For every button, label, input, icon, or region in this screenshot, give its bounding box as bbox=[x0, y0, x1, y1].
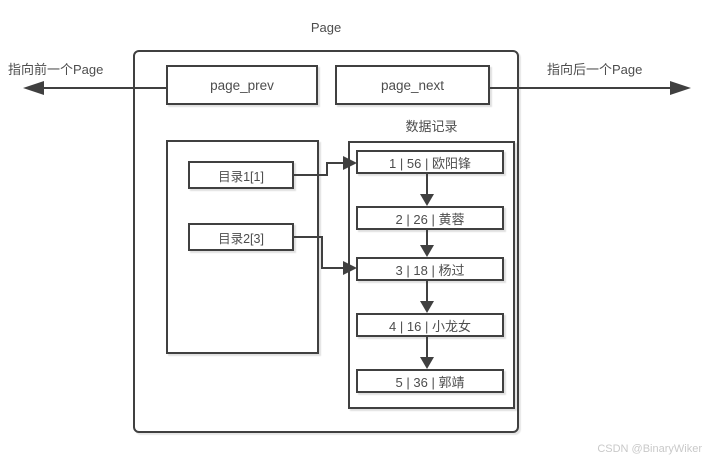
records-title: 数据记录 bbox=[405, 119, 458, 134]
directory-entry: 目录1[1] bbox=[188, 161, 294, 189]
directory-entry: 目录2[3] bbox=[188, 223, 294, 251]
page-next-box: page_next bbox=[335, 65, 490, 105]
directory-entry-label: 目录1[1] bbox=[218, 169, 264, 184]
page-prev-box: page_prev bbox=[166, 65, 318, 105]
arrowhead-right-icon bbox=[670, 81, 691, 95]
record-label: 1 | 56 | 欧阳锋 bbox=[389, 155, 471, 171]
record-label: 3 | 18 | 杨过 bbox=[395, 262, 465, 278]
watermark: CSDN @BinaryWiker bbox=[597, 443, 702, 455]
directory-entry-label: 目录2[3] bbox=[218, 231, 264, 246]
record-label: 4 | 16 | 小龙女 bbox=[389, 318, 471, 334]
record-row: 1 | 56 | 欧阳锋 bbox=[356, 150, 504, 174]
prev-page-arrow-label: 指向前一个Page bbox=[8, 62, 104, 77]
arrowhead-left-icon bbox=[23, 81, 44, 95]
record-row: 3 | 18 | 杨过 bbox=[356, 257, 504, 281]
page-prev-label: page_prev bbox=[210, 77, 274, 93]
next-page-arrow-label: 指向后一个Page bbox=[547, 62, 643, 77]
next-page-connector bbox=[490, 81, 691, 95]
record-label: 5 | 36 | 郭靖 bbox=[395, 374, 465, 390]
page-title: Page bbox=[310, 20, 342, 35]
record-row: 5 | 36 | 郭靖 bbox=[356, 369, 504, 393]
page-next-label: page_next bbox=[380, 77, 445, 93]
record-row: 4 | 16 | 小龙女 bbox=[356, 313, 504, 337]
record-row: 2 | 26 | 黄蓉 bbox=[356, 206, 504, 230]
record-label: 2 | 26 | 黄蓉 bbox=[395, 211, 465, 227]
